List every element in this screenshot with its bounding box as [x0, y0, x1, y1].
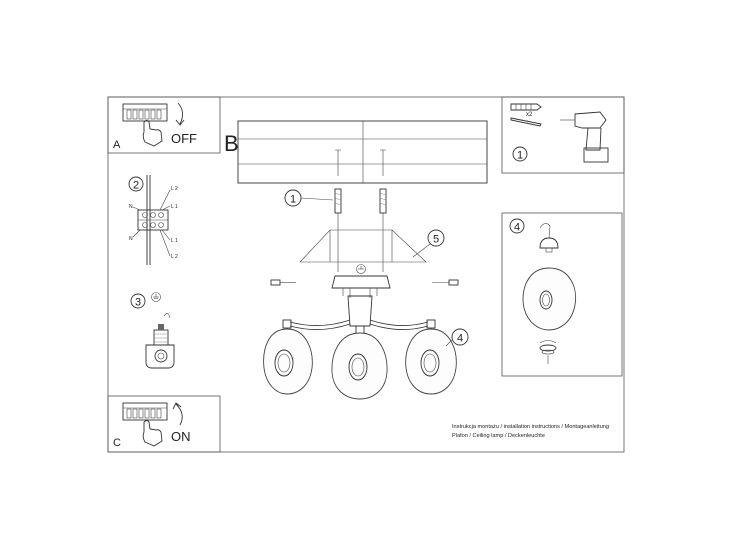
step-2-number: 2 [133, 180, 139, 192]
wire-label-l1-bottom: L 1 [171, 238, 178, 244]
hand-icon [142, 120, 163, 147]
panel-a-switch-off: A OFF [107, 96, 221, 154]
fuse-box-icon [122, 103, 168, 122]
step-3-number: 3 [135, 297, 141, 309]
ground-clamp-icon [145, 324, 175, 369]
footer-line-1: Instrukcja montażu / installation instru… [452, 424, 609, 430]
panel-b-letter: B [224, 131, 239, 156]
panel-a-letter: A [113, 139, 121, 151]
outer-frame [107, 96, 625, 453]
panel-c-switch-on: C ON [107, 395, 221, 453]
ceiling-icon [237, 120, 488, 184]
step-1-tools-number: 1 [517, 150, 523, 162]
step-4-detail-number: 4 [514, 222, 520, 234]
step-4-number: 4 [457, 333, 463, 345]
step-4-glass-detail-panel: 4 [501, 212, 623, 377]
ground-symbol-icon [151, 292, 161, 302]
footer-line-2: Plafon / Ceiling lamp / Deckenleuchte [452, 433, 545, 439]
ground-wire-icon [163, 313, 171, 319]
hand-icon [142, 420, 163, 447]
screw-icon [334, 188, 387, 272]
glass-shade-middle-icon [331, 332, 388, 400]
step-1-tools-panel: x2 1 [501, 96, 625, 174]
cable-icon [539, 223, 551, 239]
wire-label-l2-bottom: L 2 [171, 254, 178, 260]
step-1-screws-number: 1 [290, 194, 296, 206]
canopy-icon [331, 275, 391, 298]
lamp-socket-icon [539, 237, 559, 249]
step-2-wiring: 2 N N L 2 L 1 L 1 L 2 [128, 175, 178, 265]
panel-c-caption: ON [171, 429, 191, 444]
panel-b-assembly: B 1 [224, 120, 488, 400]
lamp-arm-icon [282, 295, 436, 335]
drill-icon [560, 111, 609, 163]
dowel-count: x2 [526, 112, 533, 118]
panel-c-letter: C [113, 437, 121, 449]
wall-plug-icon [510, 103, 542, 111]
fuse-box-icon [122, 402, 168, 421]
side-screw-icon [270, 279, 459, 286]
bulb-ring-icon [539, 340, 557, 355]
step-5-number: 5 [433, 234, 439, 246]
step-3-ground: 3 [130, 292, 175, 369]
arrow-down-icon [175, 102, 185, 126]
arrow-up-icon [172, 402, 183, 426]
wire-label-l1-top: L 1 [171, 204, 178, 210]
wall-anchor-icon [335, 149, 386, 176]
wire-label-l2-top: L 2 [171, 186, 178, 192]
ground-symbol-icon [356, 264, 366, 274]
wire-label-n-top: N [129, 204, 133, 210]
wire-label-n-bottom: N [129, 236, 133, 242]
glass-shade-right-icon [405, 328, 457, 395]
screw-icon [510, 117, 542, 127]
terminal-block-icon [137, 209, 169, 231]
glass-shade-left-icon [263, 328, 313, 395]
mounting-bracket-icon [299, 229, 427, 263]
panel-a-caption: OFF [171, 131, 197, 146]
